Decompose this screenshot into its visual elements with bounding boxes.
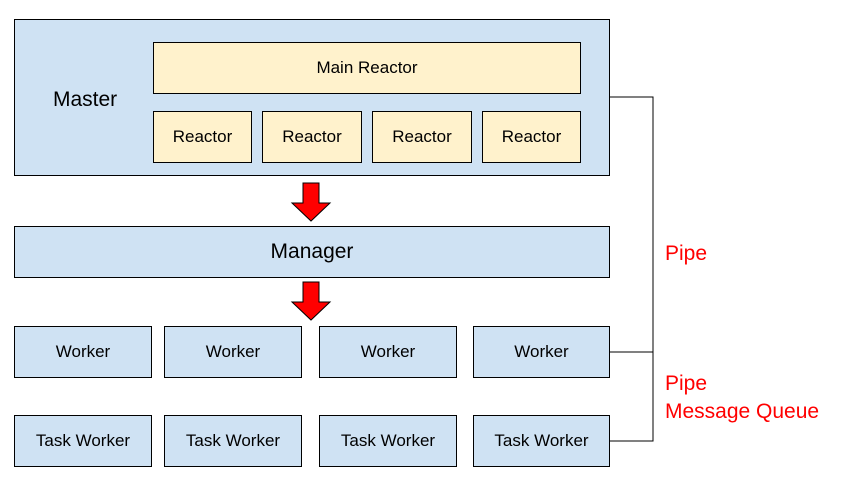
task-worker-label: Task Worker bbox=[340, 431, 436, 450]
reactor-box: Reactor bbox=[482, 111, 581, 163]
worker-box: Worker bbox=[14, 326, 152, 378]
task-worker-box: Task Worker bbox=[319, 415, 457, 467]
manager-box: Manager bbox=[14, 226, 610, 278]
pipe-annotation-lower: Pipe bbox=[665, 372, 708, 395]
reactor-label: Reactor bbox=[501, 127, 562, 146]
task-worker-box: Task Worker bbox=[14, 415, 152, 467]
reactor-box: Reactor bbox=[262, 111, 362, 163]
task-worker-label: Task Worker bbox=[35, 431, 131, 450]
worker-label: Worker bbox=[360, 342, 416, 361]
reactor-box: Reactor bbox=[153, 111, 252, 163]
worker-box: Worker bbox=[473, 326, 610, 378]
pipe-connector-master bbox=[609, 96, 654, 442]
worker-box: Worker bbox=[164, 326, 302, 378]
worker-box: Worker bbox=[319, 326, 457, 378]
worker-label: Worker bbox=[205, 342, 261, 361]
worker-label: Worker bbox=[514, 342, 569, 361]
task-worker-label: Task Worker bbox=[494, 431, 589, 450]
task-worker-box: Task Worker bbox=[164, 415, 302, 467]
message-queue-annotation: Message Queue bbox=[665, 400, 820, 423]
reactor-box: Reactor bbox=[372, 111, 472, 163]
reactor-label: Reactor bbox=[172, 127, 233, 146]
reactor-label: Reactor bbox=[282, 127, 342, 146]
down-arrow-manager-workers bbox=[290, 281, 332, 321]
master-label: Master bbox=[53, 88, 118, 111]
down-arrow-master-manager bbox=[290, 182, 332, 222]
worker-label: Worker bbox=[55, 342, 111, 361]
task-worker-box: Task Worker bbox=[473, 415, 610, 467]
main-reactor-label: Main Reactor bbox=[316, 58, 418, 77]
manager-label: Manager bbox=[270, 240, 354, 263]
task-worker-label: Task Worker bbox=[185, 431, 281, 450]
main-reactor-box: Main Reactor bbox=[153, 42, 581, 94]
pipe-annotation: Pipe bbox=[665, 242, 708, 265]
reactor-label: Reactor bbox=[392, 127, 452, 146]
